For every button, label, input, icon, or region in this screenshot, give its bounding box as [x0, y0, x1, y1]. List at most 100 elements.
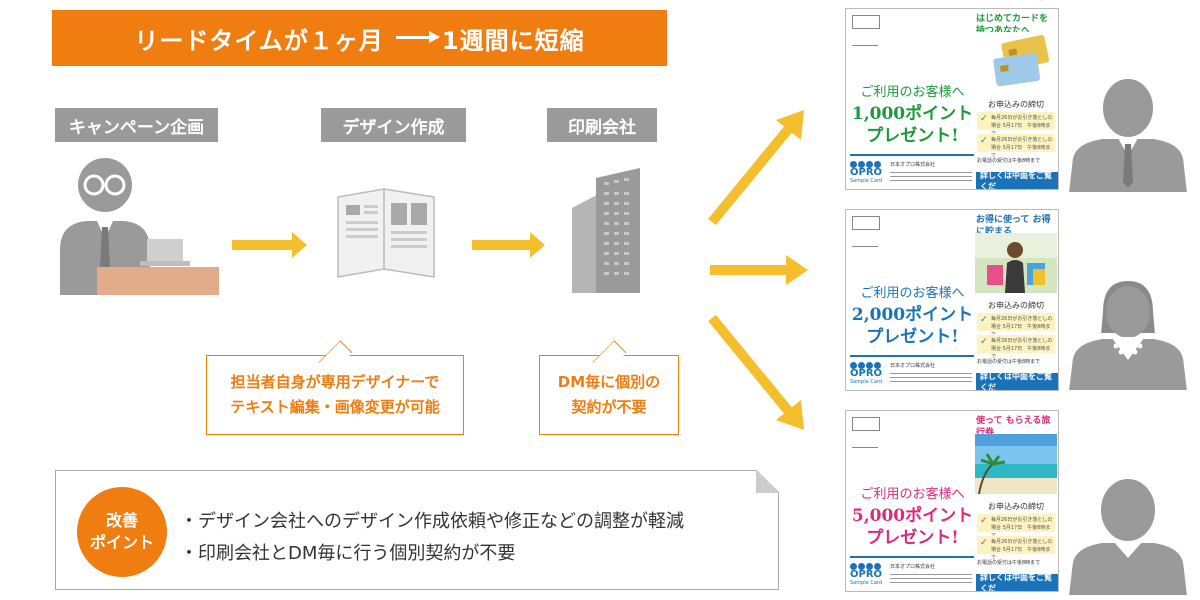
check-icon: ✓ [980, 136, 988, 146]
dm-card-3: 使って もらえる旅行券 ご利用のお客様へ 5,000ポイント プレゼント! お申… [845, 410, 1059, 592]
step-label-design: デザイン作成 [321, 108, 466, 142]
check-icon: ✓ [980, 538, 988, 548]
opro-logo: OPRO Sample Card [850, 563, 886, 586]
credit-card-photo [975, 32, 1057, 92]
printing-company-building-icon [572, 168, 640, 293]
card-divider [850, 556, 974, 558]
callout-printing-line-1: DM毎に個別の [557, 373, 661, 391]
improvement-point-2: ・印刷会社とDM毎に行う個別契約が不要 [180, 543, 516, 564]
card-phone-note: お電話の受付は午後8時まで [977, 158, 1041, 164]
card-deadline-title: お申込みの締切 [988, 100, 1044, 109]
card-points-present: プレゼント! [866, 528, 959, 548]
deadline-text: 毎月26日がお引き落としの場合 5月17日 午後8時まで [991, 338, 1053, 360]
improvement-note-box [55, 469, 780, 590]
card-greeting: ご利用のお客様へ [860, 85, 965, 100]
opro-logo: OPRO Sample Card [850, 161, 886, 184]
check-icon: ✓ [980, 114, 988, 124]
card-company: 日本オプロ株式会社 [890, 363, 936, 369]
address-box [852, 230, 878, 247]
logo-text: OPRO [850, 569, 883, 580]
logo-subtext: Sample Card [850, 379, 883, 385]
deadline-text: 毎月26日がお引き落としの場合 5月17日 午後8時まで [991, 137, 1053, 159]
card-deadline-item: ✓ 毎月26日がお引き落としの場合 5月17日 午後8時まで [977, 313, 1055, 338]
card-deadline-item: ✓ 毎月26日がお引き落としの場合 5月17日 午後8時まで [977, 335, 1055, 360]
recipient-woman-short-hair-icon [1066, 478, 1190, 596]
card-points: 2,000ポイント プレゼント! [850, 304, 975, 348]
check-icon: ✓ [980, 516, 988, 526]
card-cta: 詳しくは中面をご覧くだ [976, 171, 1058, 189]
dm-card-1: はじめてカードを持つあなたへ ご利用のお客様へ 1,000ポイント プレゼント!… [845, 8, 1059, 190]
card-points-present: プレゼント! [866, 327, 959, 347]
banner-before-text: リードタイムが１ヶ月 [134, 26, 384, 55]
card-company: 日本オプロ株式会社 [890, 162, 936, 168]
lead-time-banner: リードタイムが１ヶ月 1週間に短縮 [52, 10, 667, 66]
card-cta: 詳しくは中面をご覧くだ [976, 372, 1058, 390]
card-deadline-title: お申込みの締切 [988, 301, 1044, 310]
improvement-points: ・デザイン会社へのデザイン作成依頼や修正などの調整が軽減 ・印刷会社とDM毎に行… [180, 506, 684, 570]
postage-stamp-icon [852, 216, 880, 230]
postage-stamp-icon [852, 417, 880, 431]
card-promo: お得に使って お得に貯まる [976, 215, 1051, 237]
card-points-amount: 5,000ポイント [851, 506, 974, 526]
check-icon: ✓ [980, 315, 988, 325]
arrow-to-card-3-icon [708, 314, 794, 417]
card-greeting: ご利用のお客様へ [860, 487, 965, 502]
logo-subtext: Sample Card [850, 178, 883, 184]
card-deadline-item: ✓ 毎月26日がお引き落としの場合 5月17日 午後8時まで [977, 536, 1055, 561]
improvement-point-1: ・デザイン会社へのデザイン作成依頼や修正などの調整が軽減 [180, 511, 684, 532]
card-promo: 使って もらえる旅行券 [976, 416, 1051, 438]
callout-design-line-2: テキスト編集・画像変更が可能 [230, 398, 440, 416]
card-divider [850, 154, 974, 156]
planner-person-icon [60, 158, 219, 295]
card-deadline-item: ✓ 毎月26日がお引き落としの場合 5月17日 午後8時まで [977, 134, 1055, 159]
card-deadline-item: ✓ 毎月26日がお引き落としの場合 5月17日 午後8時まで [977, 514, 1055, 539]
recipient-woman-icon [1066, 278, 1190, 391]
card-points: 5,000ポイント プレゼント! [850, 505, 975, 549]
card-address-lines [890, 370, 972, 388]
recipient-man-icon [1066, 78, 1190, 193]
design-document-icon [337, 188, 435, 278]
badge-line-1: 改善 [105, 511, 138, 530]
arrow-to-design-icon [232, 232, 307, 258]
improvement-badge: 改善 ポイント [77, 487, 167, 577]
step-label-campaign: キャンペーン企画 [55, 108, 218, 142]
card-address-lines [890, 169, 972, 187]
arrow-to-card-1-icon [708, 123, 794, 226]
card-points: 1,000ポイント プレゼント! [850, 103, 975, 147]
card-divider [850, 355, 974, 357]
postage-stamp-icon [852, 15, 880, 29]
banner-after-text: 1週間に短縮 [441, 26, 585, 55]
callout-printing-line-2: 契約が不要 [571, 398, 647, 416]
callout-design-editing: 担当者自身が専用デザイナーで テキスト編集・画像変更が可能 [206, 355, 464, 435]
card-deadline-item: ✓ 毎月26日がお引き落としの場合 5月17日 午後8時まで [977, 112, 1055, 137]
card-promo: はじめてカードを持つあなたへ [976, 14, 1049, 36]
card-deadline-title: お申込みの締切 [988, 502, 1044, 511]
banner-arrow-icon [395, 30, 440, 43]
card-points-amount: 2,000ポイント [851, 305, 974, 325]
shopping-woman-photo [975, 233, 1057, 293]
logo-text: OPRO [850, 167, 883, 178]
address-box [852, 431, 878, 448]
callout-printing-contract: DM毎に個別の 契約が不要 [539, 355, 679, 435]
card-phone-note: お電話の受付は午後8時まで [977, 359, 1041, 365]
callout-design-line-1: 担当者自身が専用デザイナーで [230, 373, 440, 391]
opro-logo: OPRO Sample Card [850, 362, 886, 385]
card-phone-note: お電話の受付は午後8時まで [977, 560, 1041, 566]
beach-photo [975, 434, 1057, 494]
card-greeting: ご利用のお客様へ [860, 286, 965, 301]
logo-text: OPRO [850, 368, 883, 379]
step-label-printing: 印刷会社 [547, 108, 657, 142]
deadline-text: 毎月26日がお引き落としの場合 5月17日 午後8時まで [991, 539, 1053, 561]
address-box [852, 29, 878, 46]
dm-card-2: お得に使って お得に貯まる ご利用のお客様へ 2,000ポイント プレゼント! … [845, 209, 1059, 391]
card-points-amount: 1,000ポイント [851, 104, 974, 124]
badge-line-2: ポイント [89, 533, 154, 552]
note-corner-fold [756, 469, 780, 493]
card-company: 日本オプロ株式会社 [890, 564, 936, 570]
card-address-lines [890, 571, 972, 589]
card-points-present: プレゼント! [866, 126, 959, 146]
logo-subtext: Sample Card [850, 580, 883, 586]
arrow-to-printing-icon [472, 232, 545, 258]
card-cta: 詳しくは中面をご覧くだ [976, 573, 1058, 591]
check-icon: ✓ [980, 337, 988, 347]
